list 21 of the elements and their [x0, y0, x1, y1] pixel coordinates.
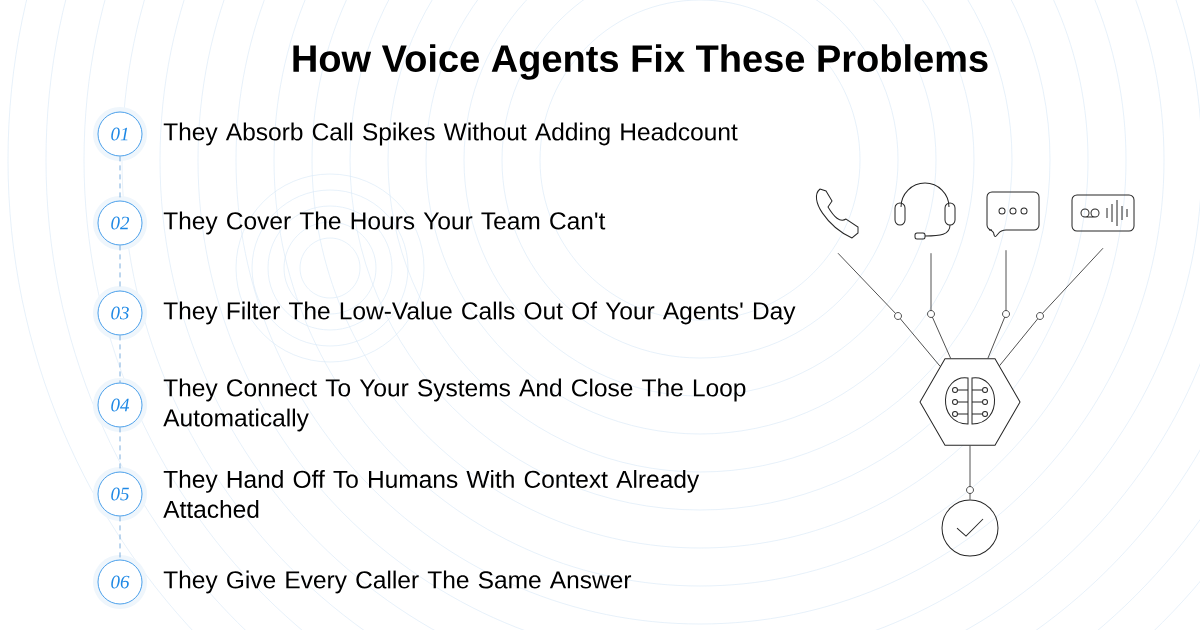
- headset-icon: [894, 182, 956, 240]
- connector: [119, 516, 121, 560]
- title: How Voice Agents Fix These Problems: [293, 44, 988, 80]
- brain-hexagon-drawing: [919, 358, 1021, 446]
- phone-icon: [816, 188, 859, 239]
- chat-bubble-icon: [986, 191, 1040, 237]
- check-circle-icon: [941, 499, 999, 557]
- connector: [966, 445, 974, 500]
- item-text: They Hand Off To Humans With Context Already Attached: [163, 470, 700, 518]
- item-text: They Filter The Low-Value Calls Out Of Your Agents' Day: [163, 301, 796, 325]
- item-text: They Cover The Hours Your Team Can't: [163, 211, 606, 235]
- item-text: They Give Every Caller The Same Answer: [163, 570, 632, 594]
- connector: [999, 247, 1104, 367]
- item-text: They Connect To Your Systems And Close The Loop Automatically: [163, 378, 746, 432]
- connector: [837, 252, 941, 367]
- connector: [927, 252, 951, 359]
- voicemail-icon: [1071, 194, 1135, 232]
- item-text: They Absorb Call Spikes Without Adding Headcount: [163, 122, 738, 146]
- connector: [119, 335, 121, 383]
- connector: [987, 249, 1010, 359]
- connector: [119, 245, 121, 291]
